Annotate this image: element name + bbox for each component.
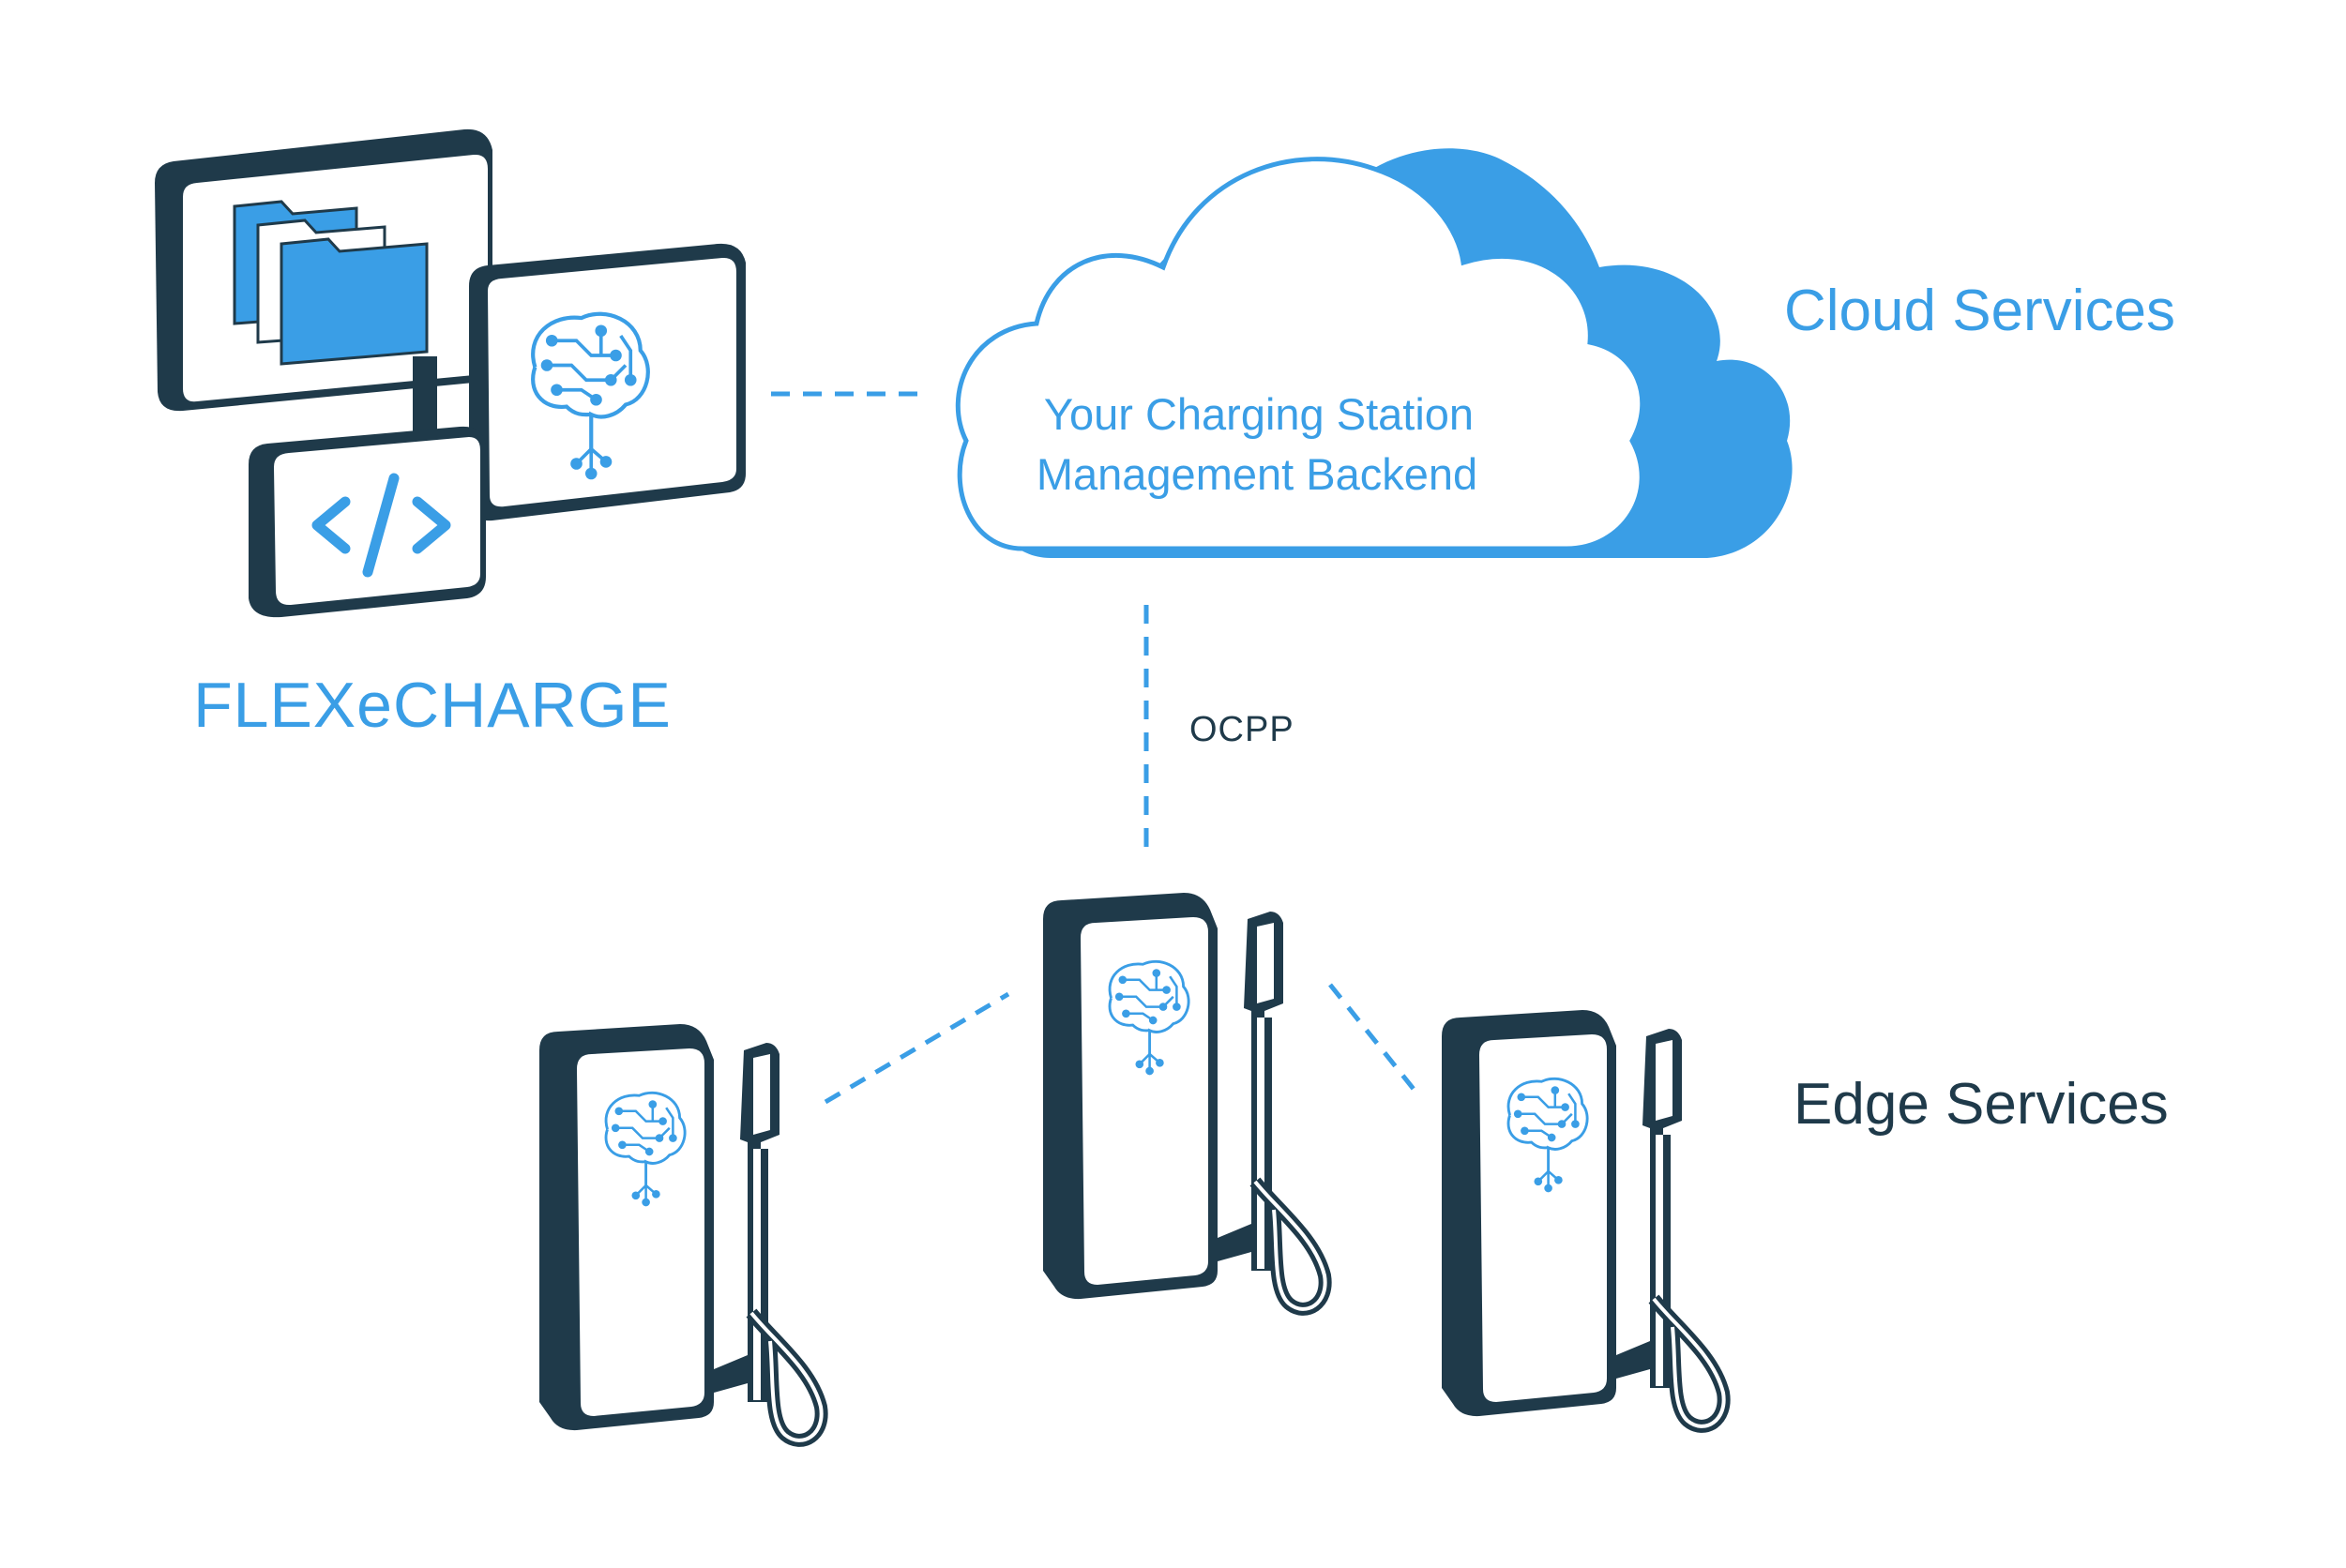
ocpp-label: OCPP [1189, 710, 1294, 749]
cloud-services-label: Cloud Services [1784, 279, 2175, 343]
ev-charger-icon [1043, 893, 1325, 1309]
backend-label-line2: Management Backend [1037, 449, 1477, 499]
folder-window [155, 128, 492, 412]
charger-link-left [824, 991, 1010, 1105]
backend-label-line1: Your Charging Station [1044, 389, 1474, 439]
cloud-icon [955, 148, 1793, 558]
code-icon [311, 473, 451, 578]
ai-window [469, 243, 746, 521]
folder-icon [233, 200, 429, 366]
ev-charger-icon [539, 1024, 822, 1440]
edge-services-label: Edge Services [1794, 1072, 2169, 1137]
code-window [249, 426, 486, 618]
charger-link-right [1328, 983, 1418, 1094]
brand-label: FLEXeCHARGE [193, 670, 672, 741]
ev-charger-icon [1442, 1010, 1724, 1426]
flexecharge-app-icon [155, 128, 746, 618]
